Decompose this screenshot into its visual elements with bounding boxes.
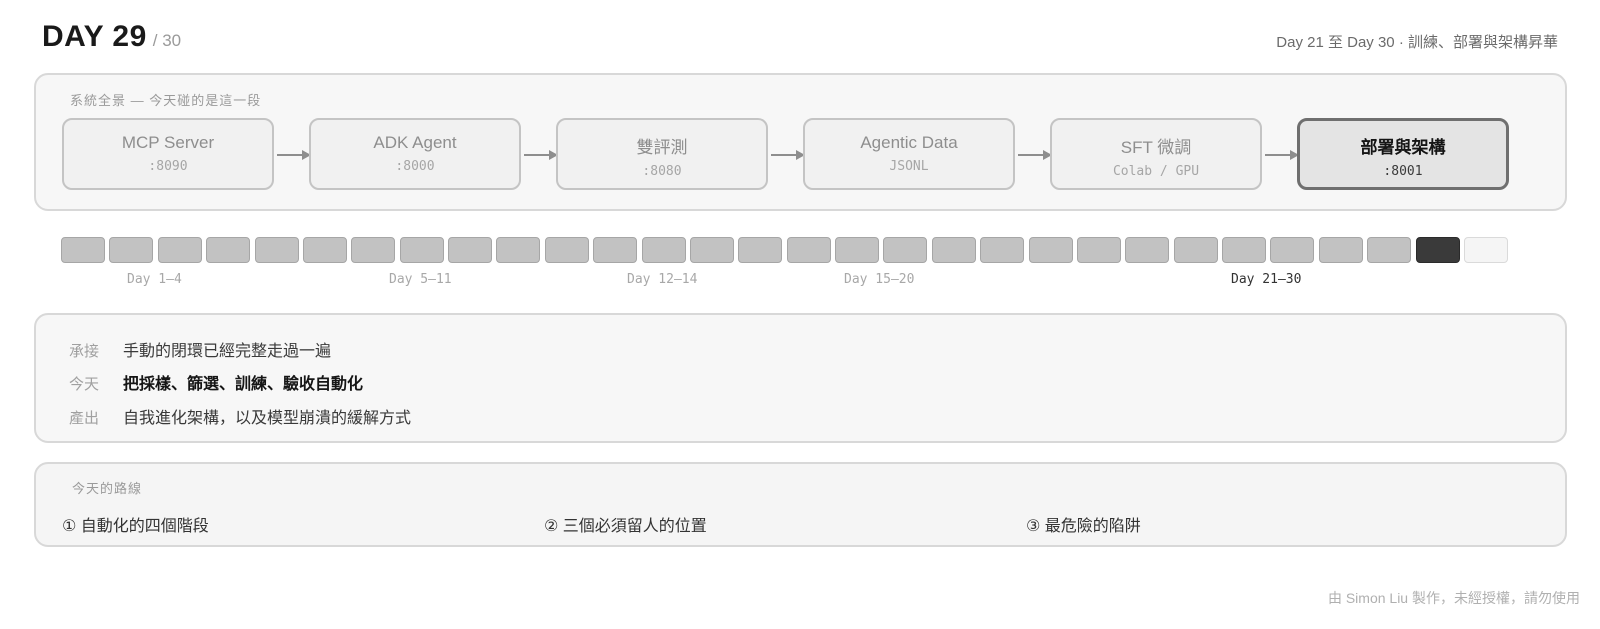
stage-port: :8080 [642,164,682,179]
summary-value: 自我進化架構，以及模型崩潰的緩解方式 [123,410,412,427]
phase-label-day-21-30: Day 21–30 [1231,272,1302,287]
day-cell-25 [1222,237,1266,263]
stage-port: :8090 [148,159,188,174]
today-summary-panel: 承接 手動的閉環已經完整走過一遍 今天 把採樣、篩選、訓練、驗收自動化 產出 自… [34,313,1567,443]
summary-value: 把採樣、篩選、訓練、驗收自動化 [123,376,364,393]
day-cell-11 [545,237,589,263]
stage-deploy-architecture: 部署與架構 :8001 [1297,118,1509,190]
day-cell-14 [690,237,734,263]
summary-row-output: 產出 自我進化架構，以及模型崩潰的緩解方式 [69,404,411,428]
stage-dual-eval: 雙評測 :8080 [556,118,768,190]
arrow-right-icon [1018,150,1052,160]
stage-name: MCP Server [121,133,215,152]
summary-key: 產出 [69,410,100,427]
stage-name: Agentic Data [860,133,958,152]
day-cell-10 [496,237,540,263]
day-cell-9 [448,237,492,263]
day-cell-12 [593,237,637,263]
day-cell-26 [1270,237,1314,263]
stage-port: :8001 [1383,164,1423,179]
day-progress-timeline [61,237,1508,263]
section-title: Day 21 至 Day 30 · 訓練、部署與架構昇華 [1276,34,1558,51]
stage-agentic-data: Agentic Data JSONL [803,118,1015,190]
day-cell-27 [1319,237,1363,263]
day-cell-20 [980,237,1024,263]
day-cell-16 [787,237,831,263]
day-cell-21 [1029,237,1073,263]
day-cell-29 [1416,237,1460,263]
day-title: DAY 29 [42,20,147,53]
summary-key: 今天 [69,376,100,393]
day-cell-17 [835,237,879,263]
system-overview-panel: 系統全景 — 今天碰的是這一段 MCP Server :8090 ADK Age… [34,73,1567,211]
day-cell-30 [1464,237,1508,263]
header: DAY 29 / 30 [42,20,181,54]
day-cell-4 [206,237,250,263]
stage-mcp-server: MCP Server :8090 [62,118,274,190]
arrow-right-icon [277,150,311,160]
day-cell-18 [883,237,927,263]
summary-value: 手動的閉環已經完整走過一遍 [123,343,332,360]
phase-label-day-12-14: Day 12–14 [627,272,698,287]
stage-sft-finetune: SFT 微調 Colab / GPU [1050,118,1262,190]
day-cell-2 [109,237,153,263]
route-label: 今天的路線 [72,481,143,496]
day-cell-24 [1174,237,1218,263]
day-cell-13 [642,237,686,263]
day-cell-23 [1125,237,1169,263]
summary-key: 承接 [69,343,100,360]
stage-env: Colab / GPU [1112,164,1200,179]
copyright-footer: 由 Simon Liu 製作，未經授權，請勿使用 [1327,590,1580,606]
stage-name: 部署與架構 [1360,138,1446,157]
stage-name: 雙評測 [636,138,688,157]
stage-adk-agent: ADK Agent :8000 [309,118,521,190]
day-cell-19 [932,237,976,263]
day-cell-22 [1077,237,1121,263]
route-item-2: ② 三個必須留人的位置 [544,518,707,535]
day-cell-6 [303,237,347,263]
arrow-right-icon [1265,150,1299,160]
arrow-right-icon [771,150,805,160]
day-cell-3 [158,237,202,263]
phase-label-day-15-20: Day 15–20 [844,272,915,287]
phase-label-day-1-4: Day 1–4 [127,272,182,287]
summary-row-continue: 承接 手動的閉環已經完整走過一遍 [69,337,331,361]
summary-row-today: 今天 把採樣、篩選、訓練、驗收自動化 [69,370,363,394]
day-total: / 30 [152,31,182,50]
stage-port: :8000 [395,159,435,174]
stage-name: SFT 微調 [1120,138,1192,157]
stage-name: ADK Agent [373,133,457,152]
phase-label-day-5-11: Day 5–11 [389,272,452,287]
day-cell-8 [400,237,444,263]
stage-format: JSONL [889,159,929,174]
route-item-1: ① 自動化的四個階段 [62,518,209,535]
day-cell-5 [255,237,299,263]
day-cell-1 [61,237,105,263]
today-route-panel: 今天的路線 ① 自動化的四個階段 ② 三個必須留人的位置 ③ 最危險的陷阱 [34,462,1567,547]
route-item-3: ③ 最危險的陷阱 [1026,518,1141,535]
system-overview-label: 系統全景 — 今天碰的是這一段 [70,93,262,108]
day-cell-15 [738,237,782,263]
day-cell-7 [351,237,395,263]
day-cell-28 [1367,237,1411,263]
arrow-right-icon [524,150,558,160]
